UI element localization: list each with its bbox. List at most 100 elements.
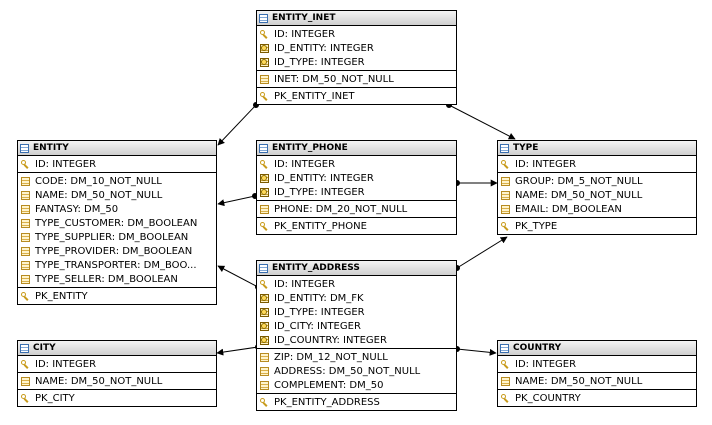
foreign-key-icon bbox=[260, 43, 269, 53]
column-row[interactable]: EMAIL: DM_BOOLEAN bbox=[498, 202, 696, 216]
constraint-row[interactable]: PK_ENTITY_PHONE bbox=[257, 219, 456, 233]
column-row[interactable]: TYPE_CUSTOMER: DM_BOOLEAN bbox=[18, 216, 216, 230]
column-row[interactable]: PHONE: DM_20_NOT_NULL bbox=[257, 202, 456, 216]
column-label: ID: INTEGER bbox=[515, 158, 577, 170]
constraint-row[interactable]: PK_ENTITY_INET bbox=[257, 89, 456, 103]
column-label: ID_TYPE: INTEGER bbox=[274, 56, 365, 68]
foreign-key-column[interactable]: ID_ENTITY: INTEGER bbox=[257, 41, 456, 55]
column-row[interactable]: ADDRESS: DM_50_NOT_NULL bbox=[257, 364, 456, 378]
table-title: COUNTRY bbox=[513, 343, 562, 353]
constraint-label: PK_CITY bbox=[35, 392, 75, 404]
column-section: NAME: DM_50_NOT_NULL bbox=[498, 373, 696, 390]
column-label: NAME: DM_50_NOT_NULL bbox=[35, 189, 163, 201]
constraint-row[interactable]: PK_ENTITY bbox=[18, 289, 216, 303]
column-row[interactable]: NAME: DM_50_NOT_NULL bbox=[18, 188, 216, 202]
column-label: ID_ENTITY: INTEGER bbox=[274, 42, 374, 54]
key-icon bbox=[260, 29, 269, 39]
key-section: ID: INTEGER bbox=[498, 356, 696, 373]
primary-key-column[interactable]: ID: INTEGER bbox=[18, 357, 216, 371]
foreign-key-column[interactable]: ID_ENTITY: INTEGER bbox=[257, 171, 456, 185]
table-title: TYPE bbox=[513, 143, 539, 153]
key-section: ID: INTEGER bbox=[18, 156, 216, 173]
primary-key-column[interactable]: ID: INTEGER bbox=[498, 357, 696, 371]
table-title: ENTITY_ADDRESS bbox=[272, 263, 360, 273]
key-icon bbox=[21, 159, 30, 169]
primary-key-column[interactable]: ID: INTEGER bbox=[257, 157, 456, 171]
primary-key-column[interactable]: ID: INTEGER bbox=[498, 157, 696, 171]
primary-key-column[interactable]: ID: INTEGER bbox=[18, 157, 216, 171]
column-icon bbox=[21, 376, 30, 386]
foreign-key-column[interactable]: ID_ENTITY: DM_FK bbox=[257, 291, 456, 305]
foreign-key-column[interactable]: ID_TYPE: INTEGER bbox=[257, 55, 456, 69]
constraint-row[interactable]: PK_CITY bbox=[18, 391, 216, 405]
table-icon bbox=[20, 143, 29, 153]
column-icon bbox=[21, 246, 30, 256]
column-label: ID_CITY: INTEGER bbox=[274, 320, 361, 332]
constraint-label: PK_COUNTRY bbox=[515, 392, 581, 404]
column-row[interactable]: NAME: DM_50_NOT_NULL bbox=[18, 374, 216, 388]
column-icon bbox=[260, 352, 269, 362]
column-label: TYPE_CUSTOMER: DM_BOOLEAN bbox=[35, 217, 198, 229]
column-row[interactable]: TYPE_TRANSPORTER: DM_BOO... bbox=[18, 258, 216, 272]
table-header: ENTITY bbox=[18, 141, 216, 156]
column-section: INET: DM_50_NOT_NULL bbox=[257, 71, 456, 88]
primary-key-column[interactable]: ID: INTEGER bbox=[257, 27, 456, 41]
constraint-row[interactable]: PK_TYPE bbox=[498, 219, 696, 233]
column-row[interactable]: ZIP: DM_12_NOT_NULL bbox=[257, 350, 456, 364]
column-label: NAME: DM_50_NOT_NULL bbox=[35, 375, 163, 387]
column-row[interactable]: GROUP: DM_5_NOT_NULL bbox=[498, 174, 696, 188]
column-icon bbox=[260, 204, 269, 214]
column-icon bbox=[21, 218, 30, 228]
column-icon bbox=[260, 380, 269, 390]
key-icon bbox=[501, 159, 510, 169]
column-label: ID: INTEGER bbox=[515, 358, 577, 370]
foreign-key-column[interactable]: ID_TYPE: INTEGER bbox=[257, 185, 456, 199]
constraint-row[interactable]: PK_COUNTRY bbox=[498, 391, 696, 405]
column-label: NAME: DM_50_NOT_NULL bbox=[515, 375, 643, 387]
constraint-section: PK_CITY bbox=[18, 390, 216, 406]
column-icon bbox=[21, 232, 30, 242]
constraint-section: PK_ENTITY bbox=[18, 288, 216, 304]
key-section: ID: INTEGER bbox=[498, 156, 696, 173]
column-row[interactable]: CODE: DM_10_NOT_NULL bbox=[18, 174, 216, 188]
column-row[interactable]: TYPE_SELLER: DM_BOOLEAN bbox=[18, 272, 216, 286]
key-icon bbox=[260, 397, 269, 407]
column-row[interactable]: COMPLEMENT: DM_50 bbox=[257, 378, 456, 392]
column-row[interactable]: INET: DM_50_NOT_NULL bbox=[257, 72, 456, 86]
foreign-key-column[interactable]: ID_COUNTRY: INTEGER bbox=[257, 333, 456, 347]
column-row[interactable]: TYPE_SUPPLIER: DM_BOOLEAN bbox=[18, 230, 216, 244]
foreign-key-column[interactable]: ID_CITY: INTEGER bbox=[257, 319, 456, 333]
foreign-key-icon bbox=[260, 187, 269, 197]
primary-key-column[interactable]: ID: INTEGER bbox=[257, 277, 456, 291]
table-icon bbox=[259, 263, 268, 273]
column-row[interactable]: NAME: DM_50_NOT_NULL bbox=[498, 374, 696, 388]
column-icon bbox=[21, 204, 30, 214]
column-section: CODE: DM_10_NOT_NULL NAME: DM_50_NOT_NULL… bbox=[18, 173, 216, 288]
key-icon bbox=[501, 393, 510, 403]
column-row[interactable]: TYPE_PROVIDER: DM_BOOLEAN bbox=[18, 244, 216, 258]
link-address-city bbox=[216, 346, 259, 356]
column-label: ID: INTEGER bbox=[274, 278, 336, 290]
column-icon bbox=[501, 204, 510, 214]
column-row[interactable]: NAME: DM_50_NOT_NULL bbox=[498, 188, 696, 202]
column-section: NAME: DM_50_NOT_NULL bbox=[18, 373, 216, 390]
constraint-row[interactable]: PK_ENTITY_ADDRESS bbox=[257, 395, 456, 409]
column-label: CODE: DM_10_NOT_NULL bbox=[35, 175, 162, 187]
constraint-section: PK_TYPE bbox=[498, 218, 696, 234]
table-country[interactable]: COUNTRY ID: INTEGER NAME: DM_50_NOT_NULL PK… bbox=[497, 340, 697, 407]
link-phone-entity bbox=[217, 195, 256, 207]
column-row[interactable]: FANTASY: DM_50 bbox=[18, 202, 216, 216]
column-label: TYPE_PROVIDER: DM_BOOLEAN bbox=[35, 245, 193, 257]
column-icon bbox=[501, 176, 510, 186]
column-label: FANTASY: DM_50 bbox=[35, 203, 119, 215]
column-label: COMPLEMENT: DM_50 bbox=[274, 379, 384, 391]
foreign-key-column[interactable]: ID_TYPE: INTEGER bbox=[257, 305, 456, 319]
